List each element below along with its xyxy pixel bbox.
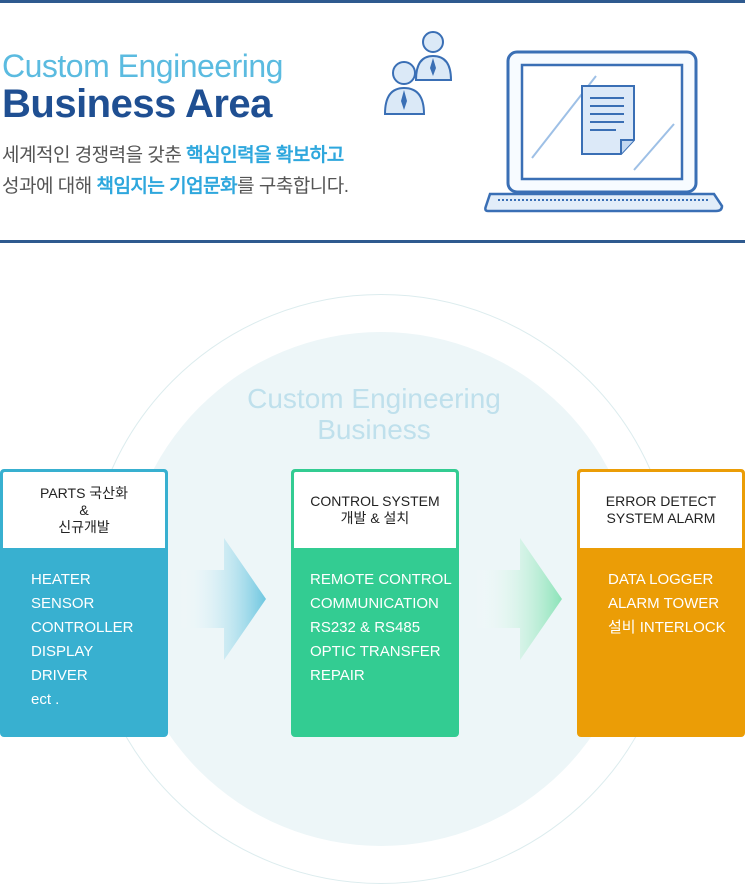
list-item: 설비 INTERLOCK xyxy=(608,619,726,636)
parts-box-list: HEATER SENSOR CONTROLLER DISPLAY DRIVER … xyxy=(31,568,134,712)
box-header-line: & xyxy=(79,501,89,518)
center-label: Custom Engineering Business xyxy=(186,383,562,445)
desc2-prefix: 성과에 대해 xyxy=(2,176,97,197)
list-item: RS232 & RS485 xyxy=(310,619,421,636)
desc2-highlight: 책임지는 기업문화 xyxy=(96,176,238,197)
header-kicker: Custom Engineering xyxy=(2,48,283,84)
control-system-box-header: CONTROL SYSTEM 개발 & 설치 xyxy=(294,472,456,548)
list-item: DRIVER xyxy=(31,667,88,684)
error-detect-box-header: ERROR DETECT SYSTEM ALARM xyxy=(580,472,742,548)
arrow-right-icon xyxy=(474,538,562,660)
list-item: DATA LOGGER xyxy=(608,571,714,588)
list-item: SENSOR xyxy=(31,595,95,612)
header-divider xyxy=(0,240,745,243)
desc1-prefix: 세계적인 경쟁력을 갖춘 xyxy=(2,145,187,166)
parts-box: PARTS 국산화 & 신규개발 HEATER SENSOR CONTROLLE… xyxy=(0,469,168,737)
list-item: DISPLAY xyxy=(31,643,94,660)
header-description-line1: 세계적인 경쟁력을 갖춘 핵심인력을 확보하고 xyxy=(2,140,344,167)
control-system-box: CONTROL SYSTEM 개발 & 설치 REMOTE CONTROL CO… xyxy=(291,469,459,737)
list-item: CONTROLLER xyxy=(31,619,134,636)
header-title: Business Area xyxy=(2,82,272,126)
arrow-right-icon xyxy=(178,538,266,660)
parts-box-header: PARTS 국산화 & 신규개발 xyxy=(3,472,165,548)
box-header-line: 개발 & 설치 xyxy=(340,510,410,526)
desc2-suffix: 를 구축합니다. xyxy=(237,176,349,197)
desc1-highlight: 핵심인력을 확보하고 xyxy=(186,145,344,166)
box-header-line: PARTS 국산화 xyxy=(40,484,128,501)
list-item: ALARM TOWER xyxy=(608,595,720,612)
list-item: COMMUNICATION xyxy=(310,595,439,612)
control-system-box-list: REMOTE CONTROL COMMUNICATION RS232 & RS4… xyxy=(310,568,452,688)
people-icon xyxy=(383,31,453,115)
box-header-line: ERROR DETECT xyxy=(605,493,717,509)
top-divider xyxy=(0,0,745,3)
list-item: HEATER xyxy=(31,571,91,588)
center-label-line2: Business xyxy=(317,414,431,445)
box-header-line: SYSTEM ALARM xyxy=(606,510,716,526)
list-item: REPAIR xyxy=(310,667,365,684)
list-item: REMOTE CONTROL xyxy=(310,571,452,588)
box-header-line: CONTROL SYSTEM xyxy=(310,493,440,509)
error-detect-box: ERROR DETECT SYSTEM ALARM DATA LOGGER AL… xyxy=(577,469,745,737)
center-label-line1: Custom Engineering xyxy=(247,383,501,414)
error-detect-box-list: DATA LOGGER ALARM TOWER 설비 INTERLOCK xyxy=(608,568,726,640)
box-header-line: 신규개발 xyxy=(58,518,110,535)
laptop-document-icon xyxy=(484,50,724,213)
list-item: OPTIC TRANSFER xyxy=(310,643,441,660)
list-item: ect . xyxy=(31,691,60,708)
header-description-line2: 성과에 대해 책임지는 기업문화를 구축합니다. xyxy=(2,171,349,198)
